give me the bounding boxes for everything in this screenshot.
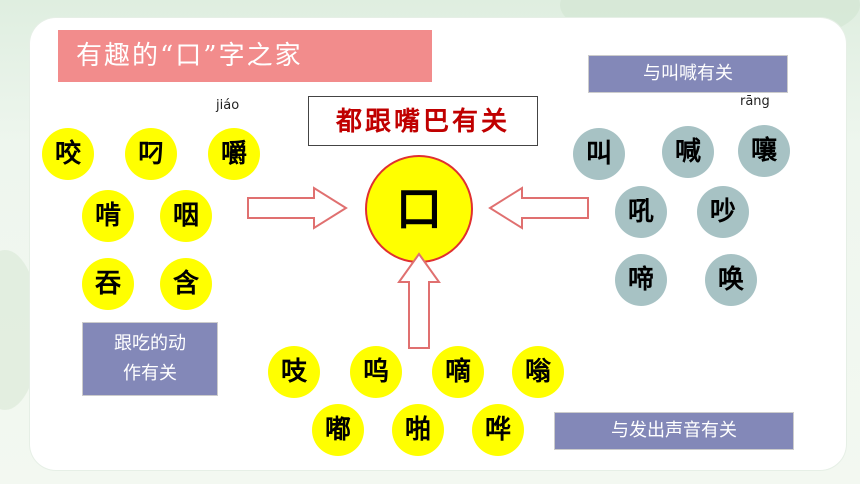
char-chip: 哗 [472,404,524,456]
center-label: 都跟嘴巴有关 [308,96,538,146]
char-chip: 呜 [350,346,402,398]
char-chip: 嚼 [208,128,260,180]
pinyin-note-rang: rāng [740,94,770,109]
char-chip: 嗡 [512,346,564,398]
char-chip: 啃 [82,190,134,242]
char-chip: 叼 [125,128,177,180]
char-chip: 吱 [268,346,320,398]
char-chip: 吞 [82,258,134,310]
char-chip: 啪 [392,404,444,456]
char-chip: 咬 [42,128,94,180]
hub-character: 口 [365,155,473,263]
char-chip: 叫 [573,128,625,180]
category-label-line: 跟吃的动 [114,333,186,354]
char-chip: 啼 [615,254,667,306]
category-label-line: 作有关 [123,363,177,384]
pinyin-note-jiao: jiáo [216,98,240,113]
category-label-sound: 与发出声音有关 [554,412,794,450]
char-chip: 嘀 [432,346,484,398]
char-chip: 吵 [697,186,749,238]
char-chip: 咽 [160,190,212,242]
char-chip: 含 [160,258,212,310]
category-label-eat: 跟吃的动 作有关 [82,322,218,396]
page-title: 有趣的“口”字之家 [58,30,432,82]
arrow-right-icon [247,186,348,230]
category-label-shout: 与叫喊有关 [588,55,788,93]
char-chip: 喊 [662,126,714,178]
char-chip: 嘟 [312,404,364,456]
arrow-left-icon [488,186,589,230]
arrow-up-icon [397,252,441,349]
char-chip: 唤 [705,254,757,306]
char-chip: 吼 [615,186,667,238]
char-chip: 嚷 [738,125,790,177]
